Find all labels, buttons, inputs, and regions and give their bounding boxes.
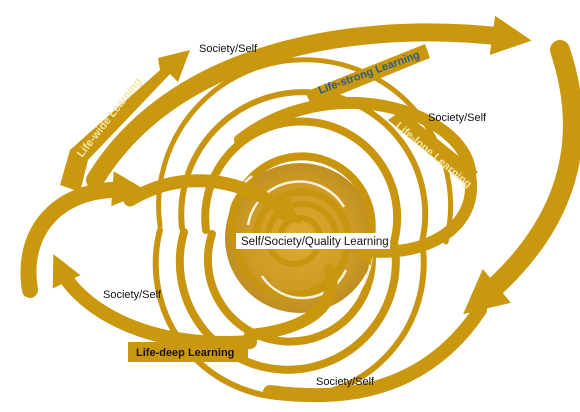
life-strong-label: Life-strong Learning bbox=[317, 49, 422, 97]
swirl-arrow-bottom bbox=[263, 303, 487, 403]
swirl-arrow-inner-bottom bbox=[244, 264, 338, 341]
society-self-top-label: Society/Self bbox=[199, 43, 258, 55]
swirl-arrows bbox=[20, 15, 580, 403]
swirl-arrow-inner-right bbox=[346, 169, 478, 266]
life-strong-band: Life-strong Learning bbox=[305, 44, 430, 106]
swirl-arrow-top bbox=[86, 15, 532, 189]
swirl-arrow-right bbox=[463, 40, 580, 315]
society-self-bottom-label: Society/Self bbox=[316, 376, 375, 388]
center-label-box: Self/Society/Quality Learning bbox=[236, 233, 390, 249]
center-label: Self/Society/Quality Learning bbox=[241, 236, 389, 248]
life-wide-band: Life-wide Learning bbox=[60, 50, 190, 192]
society-self-left-label: Society/Self bbox=[103, 289, 162, 301]
swirl-arrow-inner-top bbox=[234, 96, 476, 176]
swirl-arrow-inner-left bbox=[123, 174, 302, 224]
society-self-right-label: Society/Self bbox=[428, 112, 487, 124]
life-deep-label: Life-deep Learning bbox=[136, 347, 234, 359]
swirl-arrow-left-upper bbox=[20, 171, 148, 298]
life-deep-band: Life-deep Learning bbox=[128, 342, 248, 362]
